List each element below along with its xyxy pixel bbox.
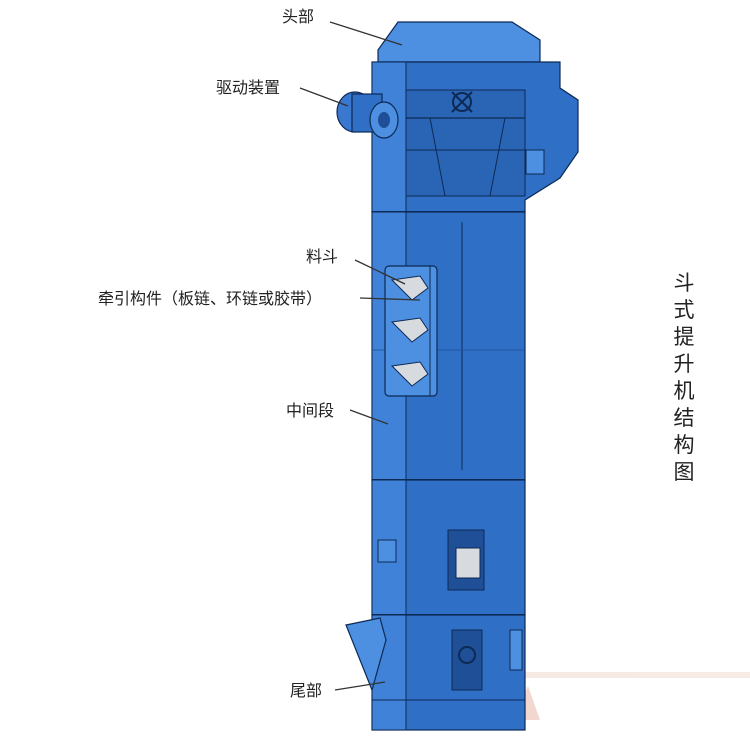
- bucket-group: [390, 275, 429, 387]
- drive-unit: [336, 91, 399, 139]
- tail-section: [345, 614, 526, 731]
- label-bucket: 料斗: [306, 247, 338, 266]
- label-middle: 中间段: [286, 401, 334, 420]
- leader-head: [329, 21, 403, 46]
- label-head: 头部: [282, 7, 314, 26]
- bucket: [390, 317, 429, 343]
- side-title: 斗式提升机结构图: [673, 271, 695, 484]
- leader-drive: [299, 87, 349, 107]
- leader-tail: [334, 681, 386, 691]
- lower-middle-section: [371, 479, 526, 616]
- head-section: [371, 21, 579, 213]
- leader-middle: [349, 409, 389, 425]
- leader-bucket: [354, 259, 406, 285]
- middle-section: [371, 211, 526, 481]
- watermark: [512, 672, 750, 720]
- leader-traction: [359, 297, 421, 301]
- leader-lines: [299, 21, 421, 691]
- label-tail: 尾部: [290, 681, 322, 700]
- label-drive: 驱动装置: [216, 78, 280, 97]
- label-traction: 牵引构件（板链、环链或胶带）: [98, 289, 322, 308]
- bucket: [390, 361, 429, 387]
